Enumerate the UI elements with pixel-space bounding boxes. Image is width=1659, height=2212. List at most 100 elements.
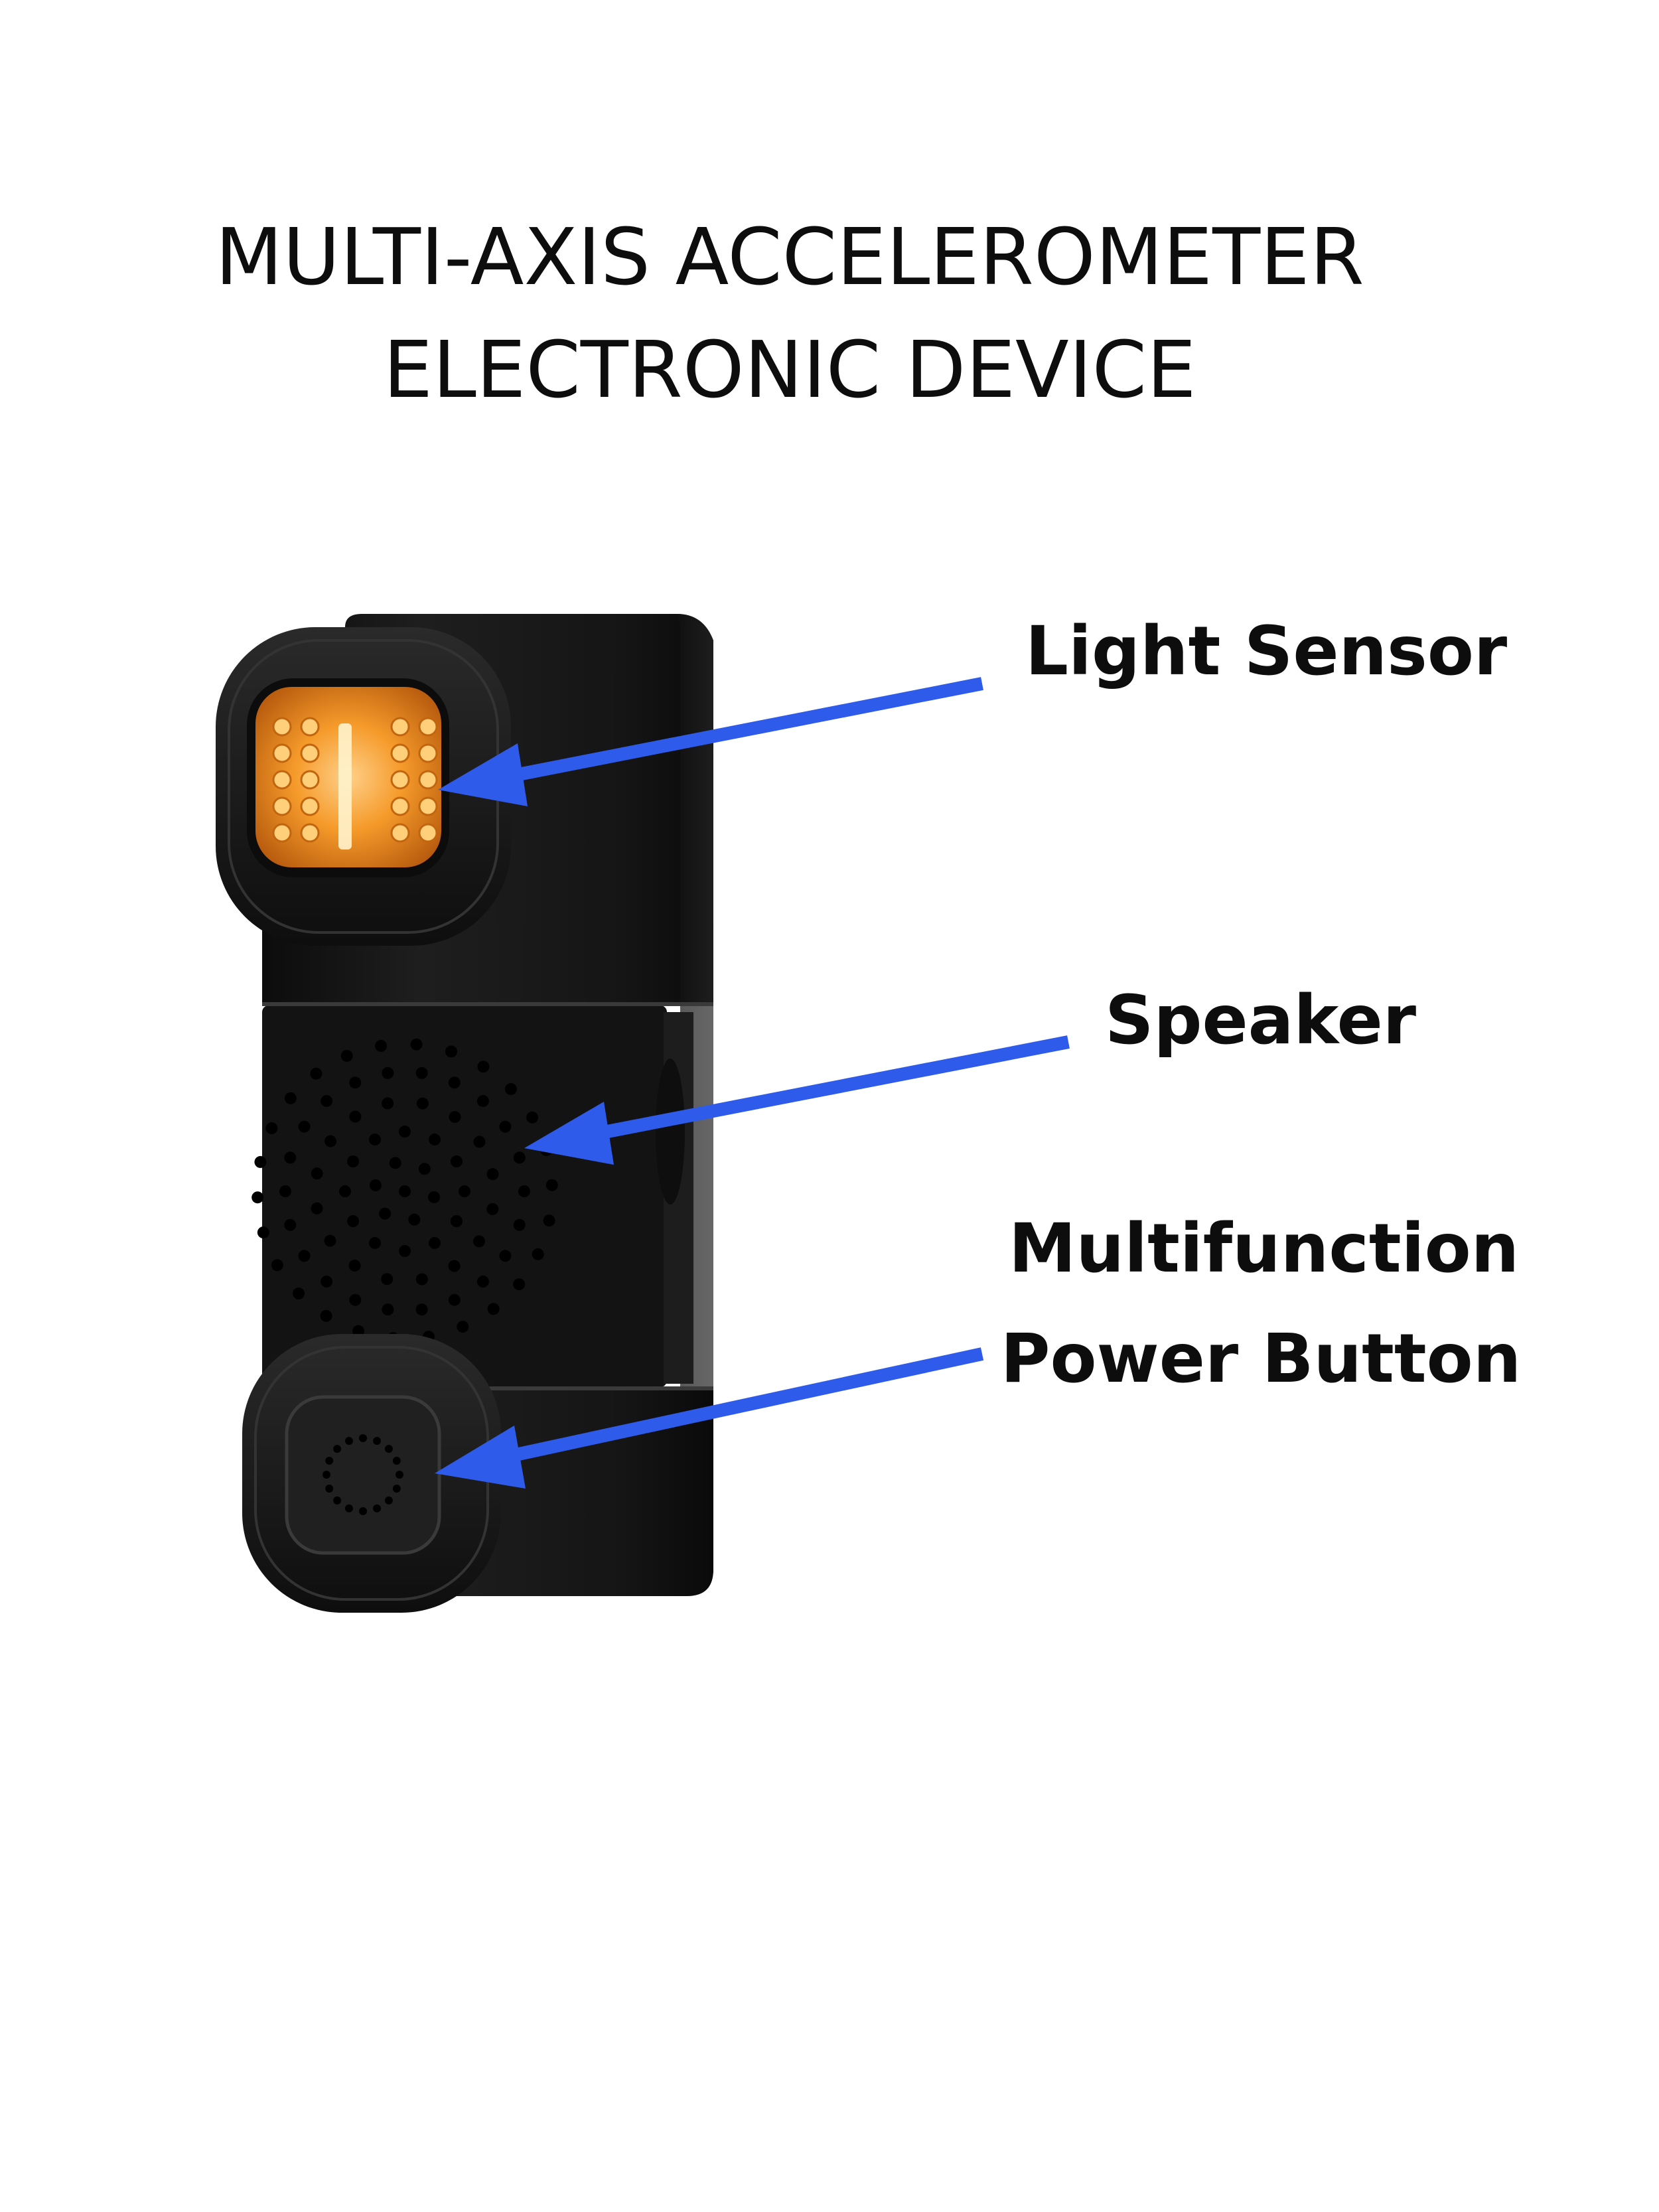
speaker-hole	[271, 1259, 283, 1272]
power-button-face[interactable]	[285, 1395, 441, 1555]
speaker-hole	[518, 1185, 530, 1197]
speaker-hole	[448, 1293, 461, 1306]
power-dot	[359, 1507, 367, 1515]
speaker-hole	[543, 1215, 555, 1227]
led-dot	[390, 743, 410, 763]
speaker-hole	[321, 1276, 333, 1288]
speaker-hole	[311, 1202, 323, 1215]
speaker-hole	[457, 1321, 469, 1333]
power-dot	[325, 1485, 334, 1493]
power-dot	[333, 1496, 342, 1505]
speaker-hole	[375, 1039, 388, 1052]
led-dot	[272, 823, 292, 843]
speaker-hole	[324, 1234, 336, 1247]
led-dot	[300, 743, 320, 763]
power-button-dot-ring	[323, 1434, 403, 1515]
led-dot	[390, 717, 410, 737]
power-dot	[396, 1471, 403, 1479]
led-dot	[418, 823, 438, 843]
led-dot	[418, 796, 438, 816]
power-dot	[344, 1437, 353, 1445]
speaker-hole	[293, 1288, 305, 1300]
speaker-hole	[298, 1250, 311, 1262]
led-dot	[390, 796, 410, 816]
speaker-hole	[513, 1218, 526, 1231]
speaker-hole	[348, 1259, 361, 1272]
speaker-hole	[382, 1303, 394, 1316]
speaker-hole	[349, 1110, 362, 1123]
speaker-hole	[389, 1157, 401, 1169]
speaker-hole	[321, 1094, 333, 1107]
speaker-hole	[340, 1049, 353, 1062]
led-dot	[272, 743, 292, 763]
speaker-hole	[265, 1122, 278, 1135]
speaker-hole	[347, 1215, 360, 1227]
speaker-hole	[450, 1215, 463, 1227]
speaker-hole	[298, 1120, 311, 1133]
speaker-hole	[349, 1076, 362, 1089]
speaker-hole	[284, 1151, 297, 1164]
speaker-hole	[399, 1126, 411, 1138]
speaker-hole	[311, 1167, 323, 1180]
speaker-hole	[477, 1061, 490, 1073]
side-nub	[656, 1059, 685, 1205]
led-dot	[390, 770, 410, 790]
speaker-hole	[382, 1067, 394, 1079]
power-dot	[392, 1485, 401, 1493]
speaker-hole	[257, 1226, 269, 1239]
speaker-hole	[459, 1185, 470, 1197]
speaker-hole	[450, 1155, 463, 1167]
speaker-hole	[310, 1067, 323, 1080]
speaker-hole	[429, 1236, 441, 1249]
title-line-1: MULTI-AXIS ACCELEROMETER	[215, 211, 1364, 303]
power-dot	[323, 1471, 330, 1479]
led-dot	[272, 796, 292, 816]
power-dot	[384, 1445, 393, 1453]
power-dot	[333, 1445, 342, 1453]
speaker-hole	[486, 1203, 499, 1215]
speaker-hole	[415, 1273, 428, 1286]
arrow-light-sensor-shaft	[490, 677, 983, 786]
speaker-hole	[284, 1092, 297, 1104]
arrow-speaker-shaft	[599, 1035, 1070, 1140]
speaker-hole	[429, 1134, 441, 1146]
speaker-hole	[347, 1155, 360, 1167]
speaker-hole	[448, 1260, 461, 1272]
speaker-hole	[476, 1094, 489, 1107]
speaker-hole	[476, 1276, 489, 1288]
speaker-hole	[252, 1191, 264, 1204]
callout-power-button-line-2: Power Button	[1000, 1319, 1522, 1398]
speaker-hole	[513, 1278, 526, 1291]
speaker-hole	[382, 1097, 394, 1110]
speaker-hole	[504, 1082, 517, 1095]
led-dot	[418, 717, 438, 737]
led-dot	[300, 717, 320, 737]
speaker-hole	[339, 1185, 351, 1197]
power-dot	[384, 1496, 393, 1505]
speaker-hole	[416, 1097, 429, 1110]
led-dot	[418, 770, 438, 790]
speaker-hole	[379, 1207, 392, 1220]
speaker-hole	[284, 1218, 297, 1231]
power-dot	[392, 1456, 401, 1465]
speaker-hole	[415, 1303, 428, 1316]
speaker-hole	[399, 1185, 411, 1197]
callout-arrows	[435, 677, 1070, 1489]
speaker-hole	[448, 1076, 461, 1089]
arrow-speaker-head	[524, 1102, 614, 1165]
led-dot	[300, 770, 320, 790]
speaker-hole	[545, 1179, 558, 1191]
power-button-cap	[242, 1334, 501, 1613]
speaker-hole	[428, 1191, 441, 1203]
power-dot	[344, 1504, 353, 1512]
led-dot	[300, 796, 320, 816]
callout-light-sensor: Light Sensor	[1025, 612, 1508, 691]
speaker-hole	[499, 1250, 512, 1262]
power-dot	[373, 1504, 382, 1512]
speaker-hole	[487, 1303, 500, 1315]
led-dot	[272, 770, 292, 790]
speaker-hole	[279, 1185, 291, 1197]
speaker-hole	[526, 1111, 539, 1124]
